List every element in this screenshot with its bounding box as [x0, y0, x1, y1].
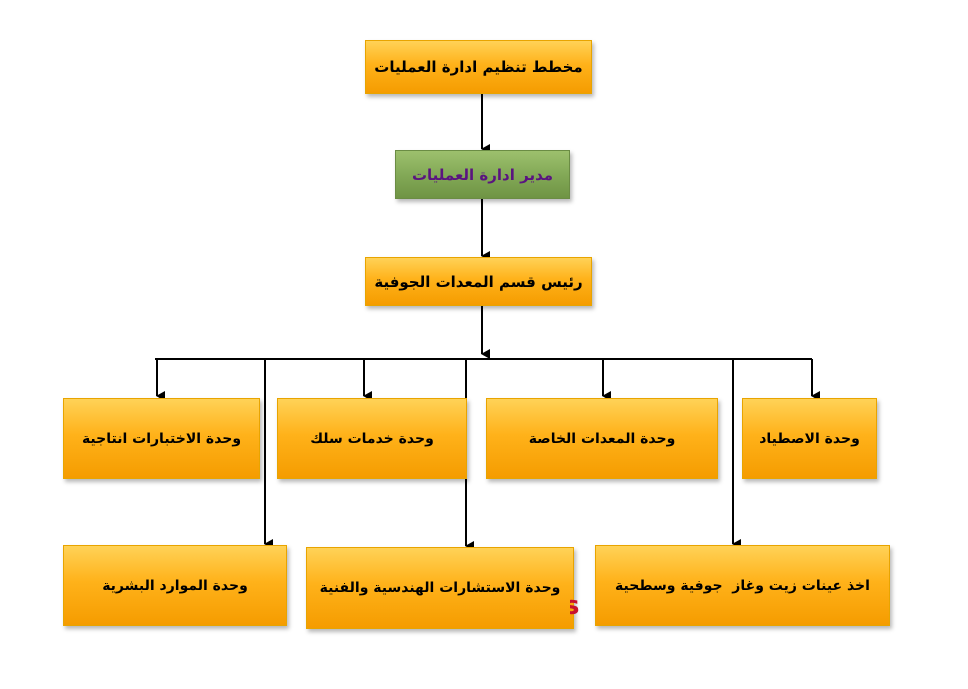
- downhole-equipment-head-label: رئيس قسم المعدات الجوفية: [374, 272, 583, 291]
- production-testing-unit-box: وحدة الاختبارات انتاجية: [63, 398, 260, 479]
- operations-plan-box: مخطط تنظيم ادارة العمليات: [365, 40, 592, 94]
- special-equipment-unit-box: وحدة المعدات الخاصة: [486, 398, 718, 479]
- operations-plan-label: مخطط تنظيم ادارة العمليات: [374, 58, 583, 76]
- fishing-unit-label: وحدة الاصطياد: [759, 430, 860, 447]
- engineering-consulting-unit-label: وحدة الاستشارات الهندسية والفنية: [319, 580, 561, 596]
- oil-gas-sampling-box: اخذ عينات زيت وغاز جوفية وسطحية: [595, 545, 890, 626]
- operations-director-box: مدير ادارة العمليات: [395, 150, 570, 199]
- stray-red-glyph: s: [570, 593, 580, 619]
- stray-red-glyph-text: s: [570, 593, 580, 619]
- fishing-unit-box: وحدة الاصطياد: [742, 398, 877, 479]
- production-testing-unit-label: وحدة الاختبارات انتاجية: [81, 430, 242, 447]
- operations-director-label: مدير ادارة العمليات: [411, 165, 554, 184]
- downhole-equipment-head-box: رئيس قسم المعدات الجوفية: [365, 257, 592, 306]
- oil-gas-sampling-label: اخذ عينات زيت وغاز جوفية وسطحية: [615, 577, 870, 594]
- human-resources-unit-label: وحدة الموارد البشرية: [102, 577, 248, 594]
- engineering-consulting-unit-box: وحدة الاستشارات الهندسية والفنية: [306, 547, 574, 629]
- human-resources-unit-box: وحدة الموارد البشرية: [63, 545, 287, 626]
- wireline-services-unit-box: وحدة خدمات سلك: [277, 398, 467, 479]
- special-equipment-unit-label: وحدة المعدات الخاصة: [528, 430, 676, 447]
- wireline-services-unit-label: وحدة خدمات سلك: [310, 430, 434, 447]
